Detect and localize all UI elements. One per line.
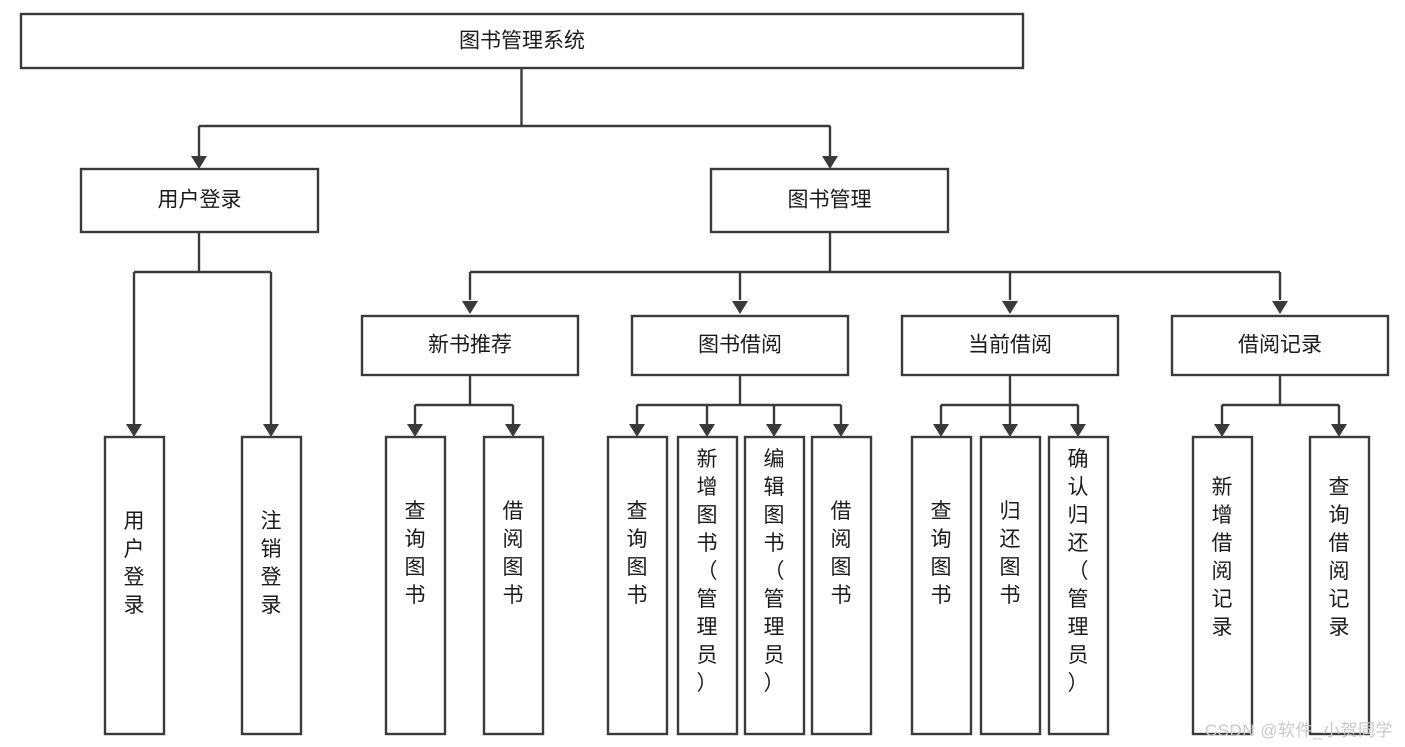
leaf-add-borrow-record[interactable]: 新增借阅记录: [1191, 435, 1254, 736]
arrow-icon: [1070, 424, 1086, 437]
leaf-query-book-nb[interactable]: 查询图书: [384, 435, 447, 736]
arrow-icon: [126, 424, 142, 437]
leaf-query-book-cb-label: 查询图书: [931, 500, 952, 607]
leaf-logout-box[interactable]: [240, 435, 303, 736]
leaf-borrow-book-nb-label: 借阅图书: [503, 500, 524, 607]
arrow-icon: [263, 424, 279, 437]
leaf-query-book-cb[interactable]: 查询图书: [910, 435, 973, 736]
connector-layer: [126, 68, 1347, 437]
leaf-edit-book-admin-box[interactable]: [743, 435, 806, 736]
leaf-query-borrow-record-box[interactable]: [1308, 435, 1371, 736]
arrow-icon: [933, 424, 949, 437]
node-book-manage[interactable]: 图书管理: [709, 167, 950, 234]
node-user-login-box[interactable]: [79, 167, 320, 234]
leaf-borrow-book-bb[interactable]: 借阅图书: [810, 435, 873, 736]
node-current-borrow-label: 当前借阅: [968, 334, 1052, 357]
leaf-add-book-admin[interactable]: 新增图书（管理员）: [676, 435, 739, 736]
leaf-add-book-admin-box[interactable]: [676, 435, 739, 736]
arrow-icon: [822, 156, 838, 169]
arrow-icon: [1272, 301, 1288, 314]
arrow-icon: [699, 424, 715, 437]
node-book-borrow-label: 图书借阅: [698, 334, 782, 357]
leaf-add-book-admin-label: 新增图书（管理员）: [697, 448, 718, 695]
leaf-confirm-return-admin-label: 确认归还（管理员）: [1068, 448, 1089, 695]
arrow-icon: [1002, 301, 1018, 314]
node-current-borrow[interactable]: 当前借阅: [900, 314, 1120, 377]
leaf-query-book-bb-label: 查询图书: [627, 500, 648, 607]
arrow-icon: [505, 424, 521, 437]
leaf-query-book-nb-box[interactable]: [384, 435, 447, 736]
leaf-query-book-bb[interactable]: 查询图书: [606, 435, 669, 736]
leaf-query-book-cb-box[interactable]: [910, 435, 973, 736]
leaf-confirm-return-admin[interactable]: 确认归还（管理员）: [1047, 435, 1110, 736]
arrow-icon: [462, 301, 478, 314]
leaf-borrow-book-bb-label: 借阅图书: [831, 500, 852, 607]
leaf-borrow-book-nb[interactable]: 借阅图书: [482, 435, 545, 736]
node-root[interactable]: 图书管理系统: [19, 12, 1025, 70]
arrow-icon: [1214, 424, 1230, 437]
node-user-login[interactable]: 用户登录: [79, 167, 320, 234]
leaf-user-login-box[interactable]: [103, 435, 166, 736]
arrow-icon: [629, 424, 645, 437]
leaf-query-book-nb-label: 查询图书: [405, 500, 426, 607]
node-borrow-record-label: 借阅记录: [1238, 334, 1322, 357]
leaf-edit-book-admin-label: 编辑图书（管理员）: [764, 448, 785, 695]
leaf-query-book-bb-box[interactable]: [606, 435, 669, 736]
node-book-manage-label: 图书管理: [788, 189, 872, 212]
arrow-icon: [1331, 424, 1347, 437]
node-new-book-recommend[interactable]: 新书推荐: [360, 314, 580, 377]
node-new-book-recommend-label: 新书推荐: [428, 334, 512, 357]
node-user-login-label: 用户登录: [158, 189, 242, 212]
leaf-logout[interactable]: 注销登录: [240, 435, 303, 736]
arrow-icon: [766, 424, 782, 437]
arrow-icon: [191, 156, 207, 169]
node-borrow-record-box[interactable]: [1170, 314, 1390, 377]
arrow-icon: [407, 424, 423, 437]
arrow-icon: [833, 424, 849, 437]
node-book-borrow-box[interactable]: [630, 314, 850, 377]
leaf-return-book-label: 归还图书: [1000, 500, 1021, 607]
leaf-return-book[interactable]: 归还图书: [979, 435, 1042, 736]
leaf-return-book-box[interactable]: [979, 435, 1042, 736]
leaf-logout-label: 注销登录: [261, 510, 282, 617]
leaf-edit-book-admin[interactable]: 编辑图书（管理员）: [743, 435, 806, 736]
arrow-icon: [732, 301, 748, 314]
node-root-label: 图书管理系统: [459, 30, 585, 53]
node-borrow-record[interactable]: 借阅记录: [1170, 314, 1390, 377]
leaf-add-borrow-record-box[interactable]: [1191, 435, 1254, 736]
leaf-add-borrow-record-label: 新增借阅记录: [1212, 476, 1233, 639]
leaf-user-login[interactable]: 用户登录: [103, 435, 166, 736]
node-new-book-recommend-box[interactable]: [360, 314, 580, 377]
leaf-user-login-label: 用户登录: [124, 510, 145, 617]
leaf-query-borrow-record[interactable]: 查询借阅记录: [1308, 435, 1371, 736]
node-root-box[interactable]: [19, 12, 1025, 70]
node-book-manage-box[interactable]: [709, 167, 950, 234]
leaf-borrow-book-bb-box[interactable]: [810, 435, 873, 736]
leaf-confirm-return-admin-box[interactable]: [1047, 435, 1110, 736]
node-current-borrow-box[interactable]: [900, 314, 1120, 377]
leaf-query-borrow-record-label: 查询借阅记录: [1329, 476, 1350, 639]
node-book-borrow[interactable]: 图书借阅: [630, 314, 850, 377]
arrow-icon: [1002, 424, 1018, 437]
leaf-borrow-book-nb-box[interactable]: [482, 435, 545, 736]
